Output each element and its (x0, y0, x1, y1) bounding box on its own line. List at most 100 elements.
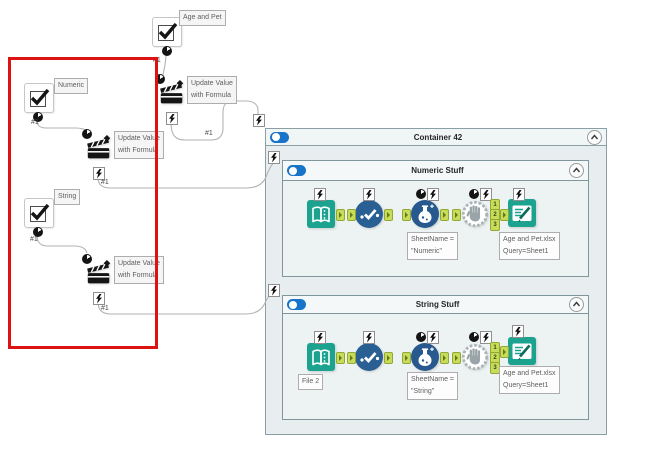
annotation-line: with Formula (191, 92, 232, 99)
collapse-button[interactable] (569, 163, 584, 178)
annotation-line: Update Value (118, 260, 160, 267)
lightning-anchor-icon[interactable] (363, 188, 375, 201)
wire-action2-to-numeric-stuff[interactable] (97, 162, 275, 189)
lightning-anchor-icon[interactable] (268, 151, 280, 164)
annotation-line: SheetName = (411, 236, 454, 243)
lightning-anchor-icon[interactable] (513, 188, 525, 201)
wire-label: #1 (30, 236, 38, 243)
select-tool[interactable] (355, 343, 383, 371)
action-tool-2[interactable] (85, 134, 113, 163)
action-tool-3[interactable] (85, 259, 113, 288)
lightning-anchor-icon[interactable] (427, 188, 439, 201)
annotation-line: Update Value (118, 135, 160, 142)
annotation-line: Query=Sheet1 (503, 382, 549, 389)
toggle-knob (288, 300, 297, 309)
output-anchor[interactable] (336, 209, 345, 221)
question-anchor[interactable] (82, 129, 92, 139)
clapperboard-icon (87, 259, 111, 284)
collapse-button[interactable] (569, 297, 584, 312)
annotation-line: with Formula (118, 272, 159, 279)
select-tool[interactable] (355, 200, 383, 228)
question-anchor[interactable] (33, 112, 43, 122)
formula-tool[interactable] (411, 343, 439, 371)
annotation-line: "String" (411, 388, 435, 395)
annotation-formula-string[interactable]: SheetName = "String" (407, 372, 458, 400)
lightning-anchor-icon[interactable] (512, 325, 524, 338)
lightning-anchor-icon[interactable] (427, 331, 439, 344)
annotation-string[interactable]: String (54, 189, 81, 205)
input-anchor[interactable] (500, 346, 509, 358)
wire-agepet-to-action1[interactable] (162, 53, 167, 76)
lightning-anchor-icon[interactable] (253, 114, 265, 127)
annotation-line: Age and Pet.xlsx (503, 236, 556, 243)
output-data-tool[interactable] (508, 337, 536, 365)
container-title: Numeric Stuff (411, 166, 464, 175)
check-icon (30, 88, 50, 106)
select-check-icon (355, 200, 383, 228)
open-book-icon (307, 200, 335, 228)
check-icon (158, 22, 178, 40)
annotation-line: Age and Pet.xlsx (503, 370, 556, 377)
input-anchor[interactable] (500, 209, 509, 221)
container-toggle[interactable] (270, 131, 289, 143)
lightning-anchor-icon[interactable] (268, 284, 280, 297)
question-anchor[interactable] (469, 189, 479, 199)
wire-label: #1 (205, 130, 213, 137)
container-42-header[interactable]: Container 42 (266, 129, 606, 146)
lightning-anchor-icon[interactable] (93, 167, 105, 180)
block-until-done-tool[interactable] (461, 200, 489, 228)
numeric-stuff-header[interactable]: Numeric Stuff (283, 161, 588, 181)
output-anchor[interactable] (440, 352, 449, 364)
container-title: String Stuff (415, 300, 460, 309)
question-anchor[interactable] (162, 46, 172, 56)
question-anchor[interactable] (82, 254, 92, 264)
question-anchor[interactable] (469, 332, 479, 342)
chevron-up-icon (572, 301, 581, 307)
wire-string-to-action3[interactable] (36, 234, 88, 254)
output-anchor[interactable] (336, 352, 345, 364)
input-anchor[interactable] (452, 209, 461, 221)
input-data-tool[interactable] (307, 343, 335, 371)
action-tool-1[interactable] (158, 79, 186, 108)
annotation-formula-numeric[interactable]: SheetName = "Numeric" (407, 232, 458, 260)
string-stuff-header[interactable]: String Stuff (283, 296, 588, 314)
annotation-output-numeric[interactable]: Age and Pet.xlsx Query=Sheet1 (499, 232, 560, 260)
collapse-button[interactable] (587, 129, 602, 145)
annotation-output-string[interactable]: Age and Pet.xlsx Query=Sheet1 (499, 366, 560, 394)
annotation-age-pet[interactable]: Age and Pet (179, 10, 226, 26)
checkbox-tool-age-pet[interactable] (152, 17, 182, 47)
lightning-anchor-icon[interactable] (166, 112, 178, 125)
input-anchor[interactable] (347, 352, 356, 364)
lightning-anchor-icon[interactable] (480, 188, 492, 201)
input-anchor[interactable] (402, 352, 411, 364)
formula-tool[interactable] (411, 200, 439, 228)
output-anchor[interactable] (440, 209, 449, 221)
input-anchor[interactable] (347, 209, 356, 221)
container-toggle[interactable] (287, 299, 306, 310)
question-anchor[interactable] (33, 227, 43, 237)
bud-output-anchor-3[interactable]: 3 (490, 219, 500, 231)
input-data-tool[interactable] (307, 200, 335, 228)
lightning-anchor-icon[interactable] (314, 188, 326, 201)
lightning-anchor-icon[interactable] (93, 292, 105, 305)
block-until-done-tool[interactable] (461, 343, 489, 371)
annotation-line: Update Value (191, 80, 233, 87)
checkbox-tool-numeric[interactable] (24, 83, 54, 113)
container-toggle[interactable] (287, 165, 306, 176)
input-anchor[interactable] (402, 209, 411, 221)
annotation-action-1[interactable]: Update Value with Formula (187, 76, 237, 104)
output-anchor[interactable] (384, 209, 393, 221)
question-anchor[interactable] (416, 332, 426, 342)
wire-action1-to-container[interactable] (170, 100, 259, 141)
lightning-anchor-icon[interactable] (363, 331, 375, 344)
question-anchor[interactable] (416, 189, 426, 199)
output-data-tool[interactable] (508, 199, 536, 227)
chevron-up-icon (590, 133, 599, 139)
annotation-input-string[interactable]: File 2 (298, 374, 324, 390)
lightning-anchor-icon[interactable] (314, 331, 326, 344)
annotation-numeric[interactable]: Numeric (54, 78, 89, 94)
output-anchor[interactable] (384, 352, 393, 364)
lightning-anchor-icon[interactable] (480, 331, 492, 344)
input-anchor[interactable] (452, 352, 461, 364)
